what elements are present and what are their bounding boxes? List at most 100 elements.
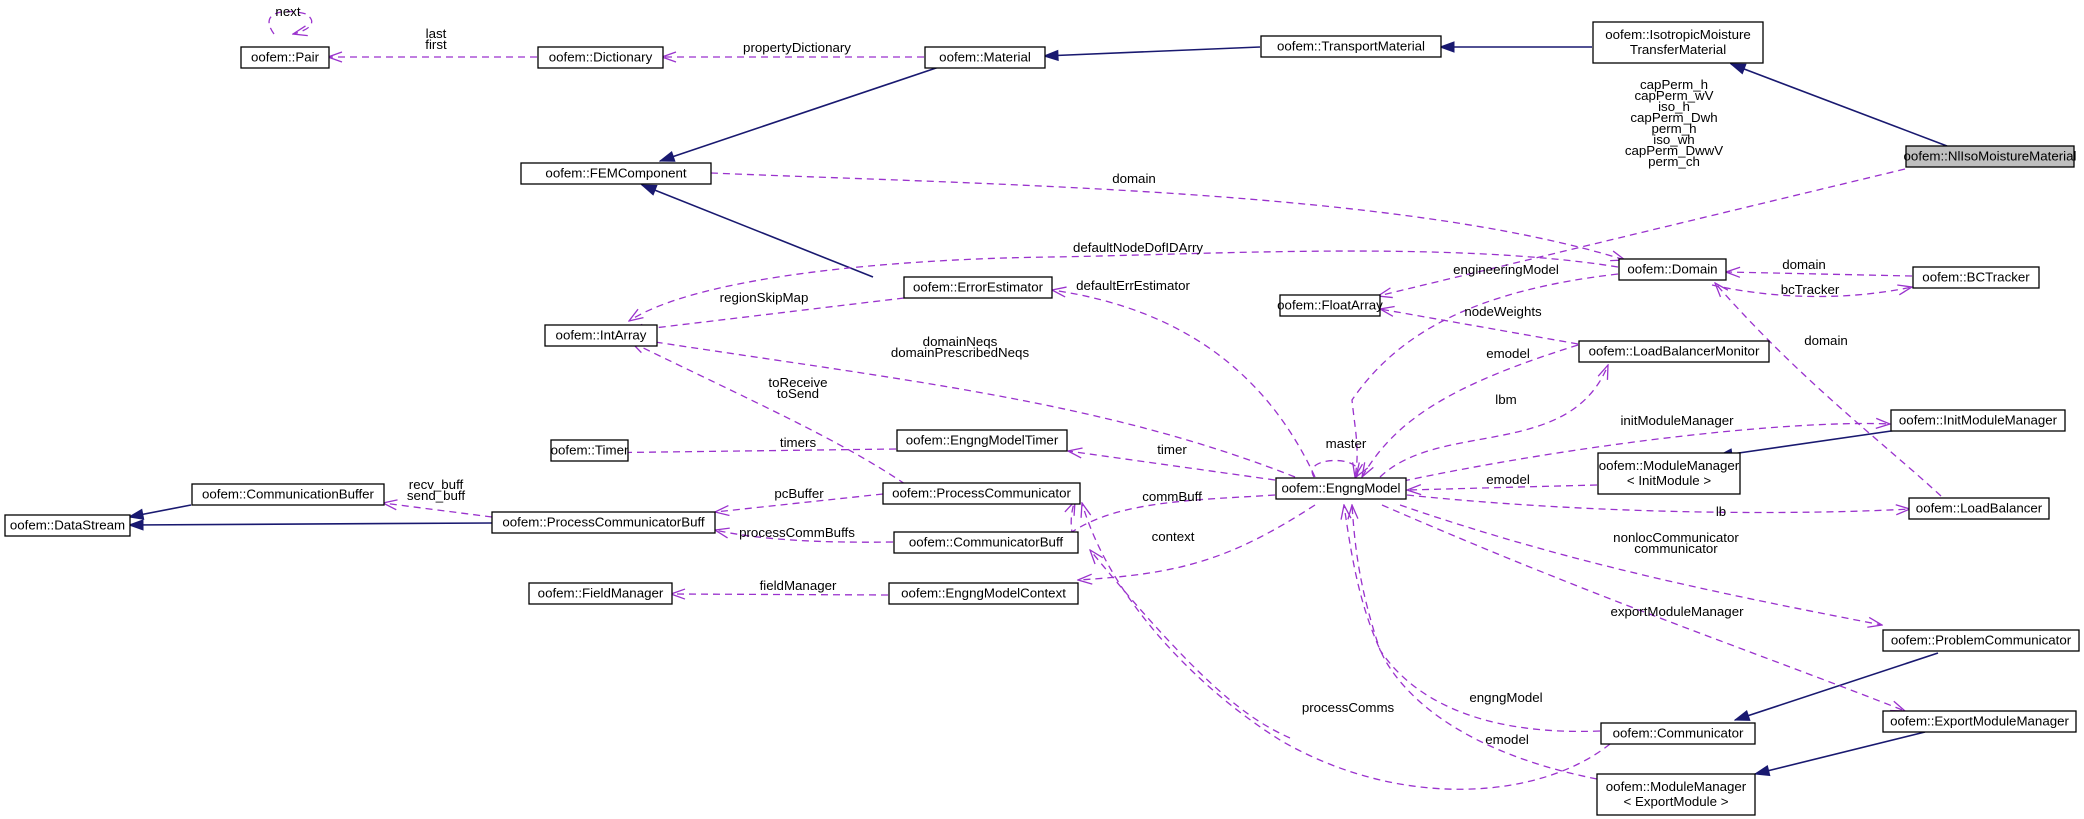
edge-label-emodel-lbm-line: emodel	[1486, 346, 1530, 361]
class-node-timer[interactable]: oofem::Timer	[550, 439, 629, 462]
class-node-label-line: oofem::EngngModel	[1281, 481, 1400, 496]
class-node-box	[1890, 409, 2066, 432]
class-node-box	[1905, 145, 2075, 168]
class-node-communicator[interactable]: oofem::Communicator	[1600, 722, 1756, 745]
class-node-label: oofem::Domain	[1627, 262, 1717, 277]
class-node-mminit[interactable]: oofem::ModuleManager< InitModule >	[1597, 452, 1741, 495]
class-node-commbuf[interactable]: oofem::CommunicationBuffer	[191, 483, 385, 506]
edge-label-lb: lb	[1716, 504, 1726, 519]
class-node-pcbuff[interactable]: oofem::ProcessCommunicatorBuff	[491, 511, 716, 534]
class-node-label-line: oofem::BCTracker	[1922, 270, 2030, 285]
class-node-label-line: TransferMaterial	[1630, 42, 1726, 57]
class-node-label: oofem::InitModuleManager	[1899, 413, 2058, 428]
class-node-label-line: oofem::Communicator	[1613, 726, 1744, 741]
class-node-box	[550, 439, 629, 462]
edge-label-captensors-line: capPerm_h	[1640, 77, 1708, 92]
class-node-pair[interactable]: oofem::Pair	[240, 46, 330, 69]
class-node-label-line: oofem::ExportModuleManager	[1890, 714, 2069, 729]
class-node-label: oofem::FEMComponent	[545, 166, 686, 181]
edge-label-context: context	[1152, 529, 1195, 544]
class-node-label-line: oofem::Material	[939, 50, 1031, 65]
edge-pair-next	[268, 10, 313, 34]
class-node-nliso[interactable]: oofem::NlIsoMoistureMaterial	[1904, 145, 2077, 168]
class-node-label-line: oofem::ProblemCommunicator	[1891, 633, 2072, 648]
edge-label-pcbuffer: pcBuffer	[774, 486, 824, 501]
edge-label-defaulterr: defaultErrEstimator	[1076, 278, 1190, 293]
edge-label-regionskip-line: regionSkipMap	[720, 290, 809, 305]
edge-label-captensors-line: perm_ch	[1648, 154, 1700, 169]
edge-label-master: master	[1326, 436, 1367, 451]
class-node-box	[1912, 266, 2040, 289]
class-node-lb[interactable]: oofem::LoadBalancer	[1908, 497, 2050, 520]
class-node-material[interactable]: oofem::Material	[924, 46, 1046, 69]
edge-label-nodeweights-line: nodeWeights	[1464, 304, 1542, 319]
class-node-femcomp[interactable]: oofem::FEMComponent	[520, 162, 712, 185]
class-node-label-line: oofem::NlIsoMoistureMaterial	[1904, 149, 2077, 164]
class-node-box	[528, 582, 673, 605]
edge-label-propdict-line: propertyDictionary	[743, 40, 851, 55]
class-node-pc[interactable]: oofem::ProcessCommunicator	[882, 482, 1081, 505]
class-node-initmm[interactable]: oofem::InitModuleManager	[1890, 409, 2066, 432]
edge-label-captensors-line: capPerm_DwwV	[1625, 143, 1723, 158]
class-node-bctracker[interactable]: oofem::BCTracker	[1912, 266, 2040, 289]
edge-label-commbuff-line: commBuff	[1142, 489, 1202, 504]
class-node-datastream[interactable]: oofem::DataStream	[4, 514, 131, 537]
class-node-label: oofem::BCTracker	[1922, 270, 2030, 285]
class-node-label: oofem::FieldManager	[538, 586, 664, 601]
class-node-cbuff[interactable]: oofem::CommunicatorBuff	[893, 531, 1079, 554]
class-node-label-line: oofem::LoadBalancer	[1916, 501, 2043, 516]
edge-label-captensors-line: iso_h	[1658, 99, 1690, 114]
class-node-box	[1279, 294, 1381, 317]
edge-label-nonloc-line: communicator	[1634, 541, 1718, 556]
class-node-box	[240, 46, 330, 69]
class-node-dictionary[interactable]: oofem::Dictionary	[537, 46, 664, 69]
edge-label-initmm-line: initModuleManager	[1620, 413, 1734, 428]
class-node-domain[interactable]: oofem::Domain	[1618, 258, 1727, 281]
class-node-label: oofem::Material	[939, 50, 1031, 65]
class-node-errest[interactable]: oofem::ErrorEstimator	[903, 276, 1053, 299]
edge-label-recvsend-line: recv_buff	[409, 477, 464, 492]
edge-label-captensors-line: capPerm_Dwh	[1630, 110, 1717, 125]
class-node-intarray[interactable]: oofem::IntArray	[544, 324, 658, 347]
class-node-box	[491, 511, 716, 534]
class-node-label: oofem::TransportMaterial	[1277, 39, 1425, 54]
class-node-label: oofem::IntArray	[556, 328, 647, 343]
edge-label-domain-lb: domain	[1804, 333, 1848, 348]
class-node-engng[interactable]: oofem::EngngModel	[1275, 477, 1407, 500]
edge-label-emodel-mmexp: emodel	[1485, 732, 1529, 747]
class-node-label-line: oofem::TransportMaterial	[1277, 39, 1425, 54]
edge-engng-errest	[1052, 290, 1316, 478]
class-node-label: oofem::NlIsoMoistureMaterial	[1904, 149, 2077, 164]
edge-label-engngmodel-comm: engngModel	[1469, 690, 1542, 705]
class-node-fieldmgr[interactable]: oofem::FieldManager	[528, 582, 673, 605]
class-node-mmexport[interactable]: oofem::ModuleManager< ExportModule >	[1596, 773, 1756, 816]
class-node-label-line: oofem::Timer	[551, 443, 629, 458]
edge-engng-pc	[1071, 494, 1276, 534]
edge-domain-intarray	[629, 250, 1619, 321]
edge-label-propdict: propertyDictionary	[743, 40, 851, 55]
class-node-box	[4, 514, 131, 537]
class-node-exportmm[interactable]: oofem::ExportModuleManager	[1882, 710, 2077, 733]
class-node-box	[903, 276, 1053, 299]
edge-label-domain-bct-line: domain	[1782, 257, 1826, 272]
class-node-box	[896, 429, 1068, 452]
edge-nliso-floatarray	[1378, 168, 1906, 296]
edge-label-context-line: context	[1152, 529, 1195, 544]
class-node-label: oofem::CommunicationBuffer	[202, 487, 375, 502]
class-node-label-line: oofem::EngngModelContext	[901, 586, 1066, 601]
class-node-floatarray[interactable]: oofem::FloatArray	[1277, 294, 1383, 317]
class-node-emctx[interactable]: oofem::EngngModelContext	[888, 582, 1079, 605]
class-node-label: oofem::ProcessCommunicator	[892, 486, 1071, 501]
edge-label-fieldmgr: fieldManager	[760, 578, 837, 593]
class-node-label-line: oofem::DataStream	[10, 518, 125, 533]
class-node-probcomm[interactable]: oofem::ProblemCommunicator	[1882, 629, 2080, 652]
class-node-lbm[interactable]: oofem::LoadBalancerMonitor	[1578, 340, 1770, 363]
edge-label-domainneqs-line: domainNeqs	[923, 334, 998, 349]
class-node-transport[interactable]: oofem::TransportMaterial	[1260, 35, 1442, 58]
class-node-box	[1882, 629, 2080, 652]
edge-domain-engng	[1351, 273, 1619, 477]
edge-engng-probcomm	[1399, 504, 1882, 625]
class-node-emtimer[interactable]: oofem::EngngModelTimer	[896, 429, 1068, 452]
